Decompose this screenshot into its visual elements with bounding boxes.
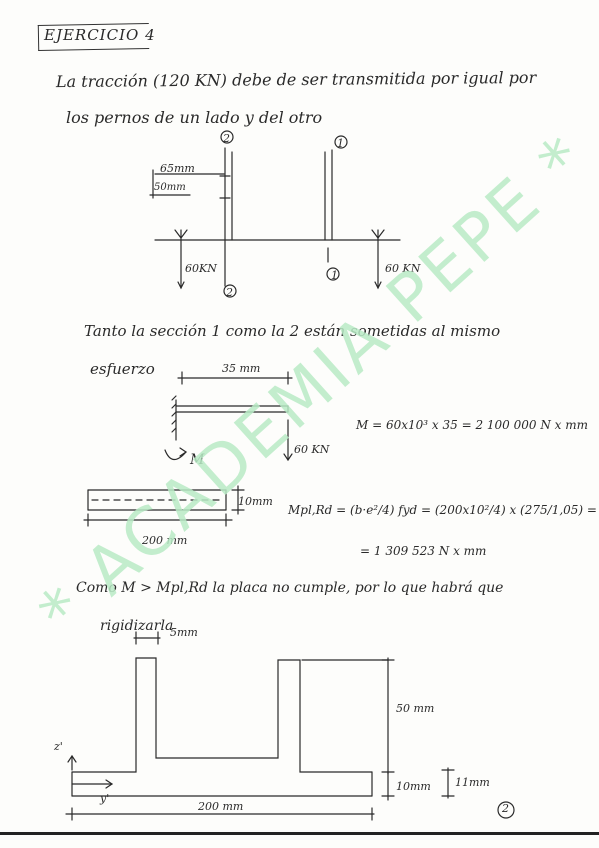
fig1-marker-top-left: 2 [223,132,230,145]
fig1-plate-sketch [149,130,401,298]
fig3-plate-section-sketch [83,485,245,527]
intro-line-2: los pernos de un lado y del otro [66,108,323,127]
fig4-dim-11: 11mm [455,776,490,789]
fig4-dim-200: 200 mm [198,800,244,813]
fig2-cantilever-sketch [164,371,293,462]
fig4-dim-50: 50 mm [396,702,435,715]
para2-line-2: esfuerzo [90,360,155,378]
fig3-dim-10: 10mm [238,495,273,508]
fig4-dim-10: 10mm [396,780,431,793]
fig2-moment-label: M [190,452,205,468]
fig1-dim-50: 50mm [154,182,186,193]
fig4-axis-z: z' [54,740,63,753]
fig1-load-left: 60KN [185,262,217,275]
fig4-dim-5: 5mm [170,626,198,639]
fig2-dim-35: 35 mm [222,362,261,375]
fig2-moment-equation: M = 60x10³ x 35 = 2 100 000 N x mm [356,418,588,432]
fig1-dim-65: 65mm [160,162,195,175]
fig3-dim-200: 200 mm [142,534,188,547]
fig1-load-right: 60 KN [385,262,421,275]
fig3-mpl-result: = 1 309 523 N x mm [360,544,487,558]
fig1-marker-top-right: 1 [337,137,344,150]
fig1-marker-bottom-right: 1 [331,269,338,282]
para3-line-2: rigidizarla [100,618,174,634]
fig1-marker-bottom-left: 2 [226,286,233,299]
para2-line-1: Tanto la sección 1 como la 2 están somet… [84,322,501,340]
fig2-load: 60 KN [294,443,330,456]
fig4-axis-y: y' [100,792,110,805]
page-number: 2 [502,802,509,815]
page-bottom-rule [0,832,599,835]
page-number-circle [497,801,515,819]
fig4-stiffened-plate-sketch [65,631,455,821]
para3-line-1: Como M > Mpl,Rd la placa no cumple, por … [76,580,504,596]
page-title: EJERCICIO 4 [44,26,156,44]
fig3-mpl-equation: Mpl,Rd = (b·e²/4) fyd = (200x10²/4) x (2… [288,503,597,517]
